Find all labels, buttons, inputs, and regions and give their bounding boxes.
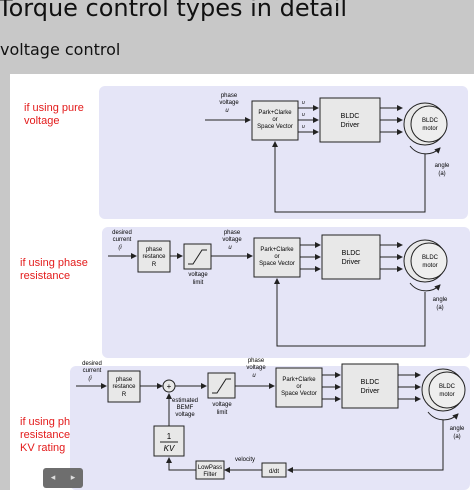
- motor-symbol: [410, 105, 448, 143]
- svg-text:R: R: [152, 262, 157, 268]
- svg-text:u: u: [252, 373, 256, 379]
- svg-text:limit: limit: [217, 410, 228, 416]
- svg-text:current: current: [113, 237, 132, 243]
- transform-block: [253, 237, 301, 278]
- svg-text:angle: angle: [435, 163, 450, 169]
- svg-text:KV: KV: [164, 444, 175, 453]
- svg-text:(a): (a): [453, 434, 460, 440]
- svg-text:Filter: Filter: [203, 472, 216, 478]
- section-3-diagram: desired current (i phase restance R + es…: [76, 358, 466, 480]
- svg-text:phase: phase: [248, 358, 265, 364]
- svg-text:u: u: [225, 108, 229, 114]
- page-title: Torque control types in detail: [0, 0, 348, 22]
- kv-block: [153, 425, 185, 457]
- svg-text:(a): (a): [436, 305, 443, 311]
- phase-voltage-label: phase: [221, 93, 238, 99]
- svg-text:phase: phase: [116, 377, 133, 383]
- svg-text:or: or: [272, 117, 277, 123]
- page-subtitle: voltage control: [0, 40, 121, 59]
- svg-text:u: u: [228, 245, 232, 251]
- svg-text:BLDC: BLDC: [439, 384, 456, 390]
- svg-text:Driver: Driver: [341, 122, 360, 129]
- svg-text:BLDC: BLDC: [342, 250, 361, 257]
- svg-text:u: u: [302, 124, 305, 130]
- svg-text:LowPass: LowPass: [198, 465, 222, 471]
- svg-text:Driver: Driver: [361, 388, 380, 395]
- svg-text:motor: motor: [439, 392, 454, 398]
- svg-text:1: 1: [167, 432, 172, 441]
- svg-text:estimated: estimated: [172, 398, 198, 404]
- svg-text:angle: angle: [433, 297, 448, 303]
- svg-text:(i: (i: [88, 376, 92, 382]
- section-2-label: if using phase resistance: [20, 257, 88, 282]
- svg-text:u: u: [302, 100, 305, 106]
- angle-feedback: [272, 141, 426, 213]
- svg-text:Park+Clarke: Park+Clarke: [260, 247, 294, 253]
- svg-text:velocity: velocity: [235, 457, 255, 463]
- svg-text:or: or: [296, 384, 301, 390]
- svg-text:BLDC: BLDC: [361, 379, 380, 386]
- transform-block: [251, 100, 299, 141]
- svg-text:voltage: voltage: [222, 237, 242, 243]
- phase-resistance-block: [107, 370, 141, 403]
- svg-text:R: R: [122, 392, 127, 398]
- svg-text:restance: restance: [112, 384, 136, 390]
- svg-text:+: +: [167, 382, 172, 391]
- svg-text:or: or: [274, 254, 279, 260]
- svg-text:current: current: [83, 368, 102, 374]
- svg-text:voltage: voltage: [212, 402, 232, 408]
- arrow-left-icon[interactable]: ◂: [50, 473, 56, 483]
- transform-block: [275, 367, 323, 408]
- bldc-driver-block: [319, 97, 381, 143]
- svg-text:BLDC: BLDC: [422, 118, 439, 124]
- svg-text:Space Vector: Space Vector: [281, 391, 317, 397]
- svg-text:motor: motor: [422, 263, 437, 269]
- svg-text:d/dt: d/dt: [269, 469, 279, 475]
- arrow-right-icon[interactable]: ▸: [70, 473, 76, 483]
- svg-text:phase: phase: [146, 247, 163, 253]
- svg-text:voltage: voltage: [246, 365, 266, 371]
- svg-text:Space Vector: Space Vector: [259, 261, 295, 267]
- svg-text:voltage: voltage: [188, 272, 208, 278]
- bldc-driver-block: [341, 363, 399, 409]
- svg-text:Park+Clarke: Park+Clarke: [258, 110, 292, 116]
- svg-text:limit: limit: [193, 280, 204, 286]
- svg-text:u: u: [302, 112, 305, 118]
- svg-text:restance: restance: [142, 254, 166, 260]
- svg-text:voltage: voltage: [219, 100, 239, 106]
- section-1-label: if using pure voltage: [24, 102, 84, 127]
- svg-text:motor: motor: [422, 126, 437, 132]
- svg-text:Driver: Driver: [342, 259, 361, 266]
- svg-text:Park+Clarke: Park+Clarke: [282, 377, 316, 383]
- svg-text:desired: desired: [82, 361, 102, 367]
- svg-text:Space Vector: Space Vector: [257, 124, 293, 130]
- svg-text:angle: angle: [450, 426, 465, 432]
- svg-text:BEMF: BEMF: [177, 405, 194, 411]
- bldc-driver-block: [321, 234, 381, 280]
- section-1-diagram: phase voltage u Park+Clarke or Space Vec…: [205, 93, 450, 213]
- svg-text:BLDC: BLDC: [422, 255, 439, 261]
- svg-text:(a): (a): [438, 171, 445, 177]
- svg-text:(i: (i: [118, 245, 122, 251]
- svg-text:voltage: voltage: [175, 412, 195, 418]
- svg-text:desired: desired: [112, 230, 132, 236]
- slide-nav-controls[interactable]: ◂ ▸: [43, 468, 83, 488]
- svg-text:phase: phase: [224, 230, 241, 236]
- svg-text:BLDC: BLDC: [341, 113, 360, 120]
- section-2-diagram: desired current (i phase restance R volt…: [108, 230, 448, 347]
